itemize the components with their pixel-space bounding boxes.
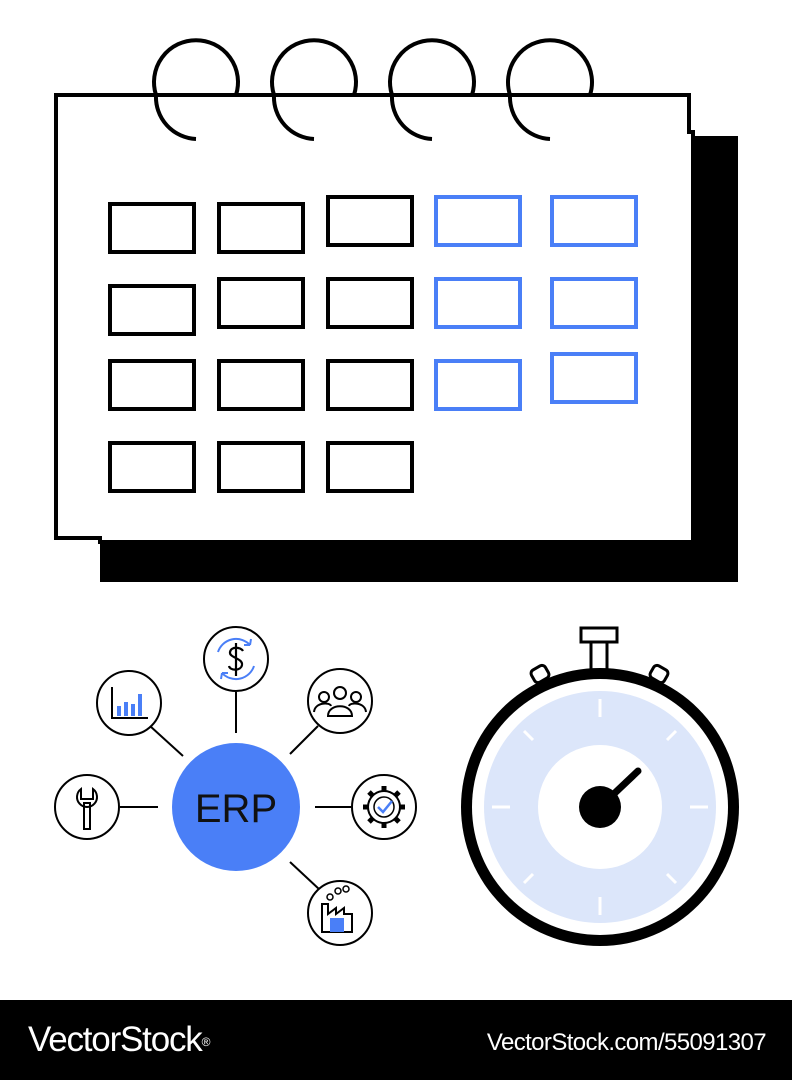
people-icon	[307, 668, 373, 734]
connector-line	[289, 725, 319, 755]
calendar-day-cell-highlighted	[434, 277, 522, 329]
illustration: ERP	[54, 38, 739, 946]
calendar-ring-3	[388, 38, 476, 96]
calendar-day-cell-highlighted	[550, 352, 638, 404]
calendar-day-cell	[326, 277, 414, 329]
calendar-day-cell	[217, 359, 305, 411]
calendar-ring-2-lower	[271, 94, 315, 141]
calendar-day-cell-highlighted	[550, 277, 638, 329]
calendar-ring-2	[270, 38, 358, 96]
calendar-ring-4-lower	[507, 94, 551, 141]
bar-chart-icon	[96, 670, 162, 736]
calendar-day-cell	[108, 202, 196, 254]
calendar-day-cell	[108, 359, 196, 411]
brand-logo: VectorStock®	[28, 1020, 211, 1060]
calendar-rings	[152, 38, 594, 141]
calendar-day-cell	[217, 441, 305, 493]
calendar-day-cell	[326, 195, 414, 247]
calendar-day-cell	[108, 441, 196, 493]
watermark-bar: VectorStock® VectorStock.com/55091307	[0, 1000, 792, 1080]
stopwatch-pivot	[579, 786, 621, 828]
calendar-cells	[108, 195, 638, 493]
calendar-day-cell-highlighted	[434, 359, 522, 411]
stopwatch-button	[579, 626, 619, 644]
calendar-day-cell	[217, 277, 305, 329]
calendar-day-cell-highlighted	[434, 195, 522, 247]
brand-name: VectorStock	[28, 1020, 203, 1059]
gear-check-icon	[351, 774, 417, 840]
factory-icon	[307, 880, 373, 946]
calendar-ring-1	[152, 38, 240, 96]
calendar-day-cell-highlighted	[550, 195, 638, 247]
wrench-icon	[54, 774, 120, 840]
calendar-day-cell	[326, 441, 414, 493]
stock-id: VectorStock.com/55091307	[486, 1029, 767, 1056]
connector-line	[289, 861, 321, 891]
dollar-cycle-icon	[203, 626, 269, 692]
calendar-ring-1-lower	[153, 94, 197, 141]
erp-hub	[172, 743, 300, 871]
erp-label: ERP	[195, 787, 277, 831]
stopwatch-stem	[589, 640, 609, 672]
stopwatch-ticks	[492, 699, 708, 915]
stopwatch-icon	[461, 626, 739, 946]
calendar-ring-4	[506, 38, 594, 96]
calendar-icon	[54, 38, 738, 582]
calendar-ring-3-lower	[389, 94, 433, 141]
calendar-day-cell	[326, 359, 414, 411]
calendar-page	[54, 93, 695, 544]
calendar-day-cell	[108, 284, 196, 336]
connector-line	[149, 725, 184, 757]
calendar-day-cell	[217, 202, 305, 254]
registered-mark: ®	[201, 1035, 211, 1049]
erp-diagram: ERP	[54, 626, 417, 946]
erp-connectors	[120, 692, 351, 891]
